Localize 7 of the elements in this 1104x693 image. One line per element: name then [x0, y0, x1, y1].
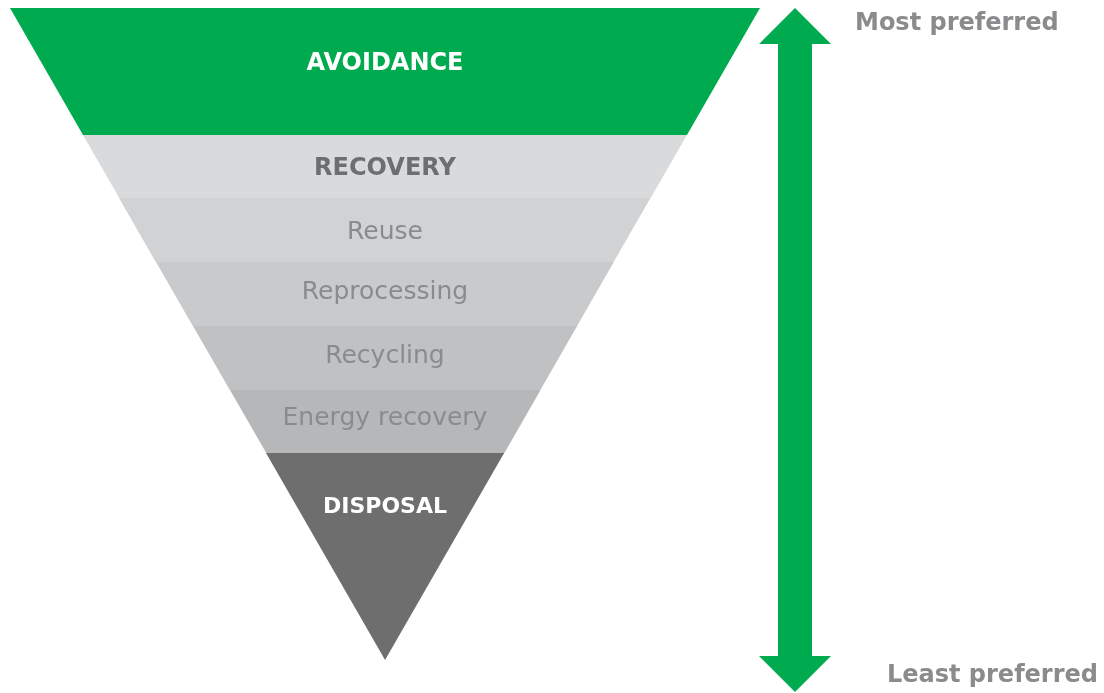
tier-label: Reprocessing: [301, 276, 469, 305]
tier-label: RECOVERY: [314, 153, 456, 181]
tier-label: DISPOSAL: [323, 493, 447, 518]
scale-label: Least preferred: [886, 660, 1098, 688]
tier-label: AVOIDANCE: [306, 48, 464, 76]
tier-label: Reuse: [347, 216, 423, 245]
scale-label: Most preferred: [855, 8, 1059, 36]
